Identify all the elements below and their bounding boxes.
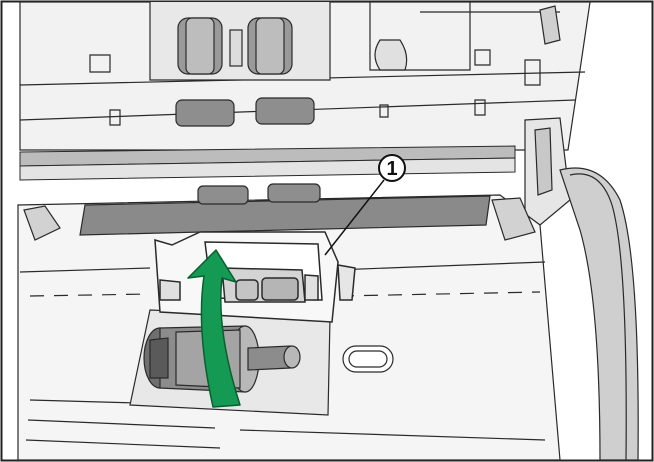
callout-leader-line xyxy=(324,179,385,256)
callout-circle xyxy=(378,154,406,182)
open-direction-arrow xyxy=(187,249,241,408)
callout-1: 1 xyxy=(324,154,406,256)
callout-label: 1 xyxy=(386,158,397,180)
lid-hinge xyxy=(524,5,571,226)
scanner-lid xyxy=(19,1,591,151)
lid-rollers xyxy=(175,17,315,127)
roller-cover xyxy=(154,231,356,323)
